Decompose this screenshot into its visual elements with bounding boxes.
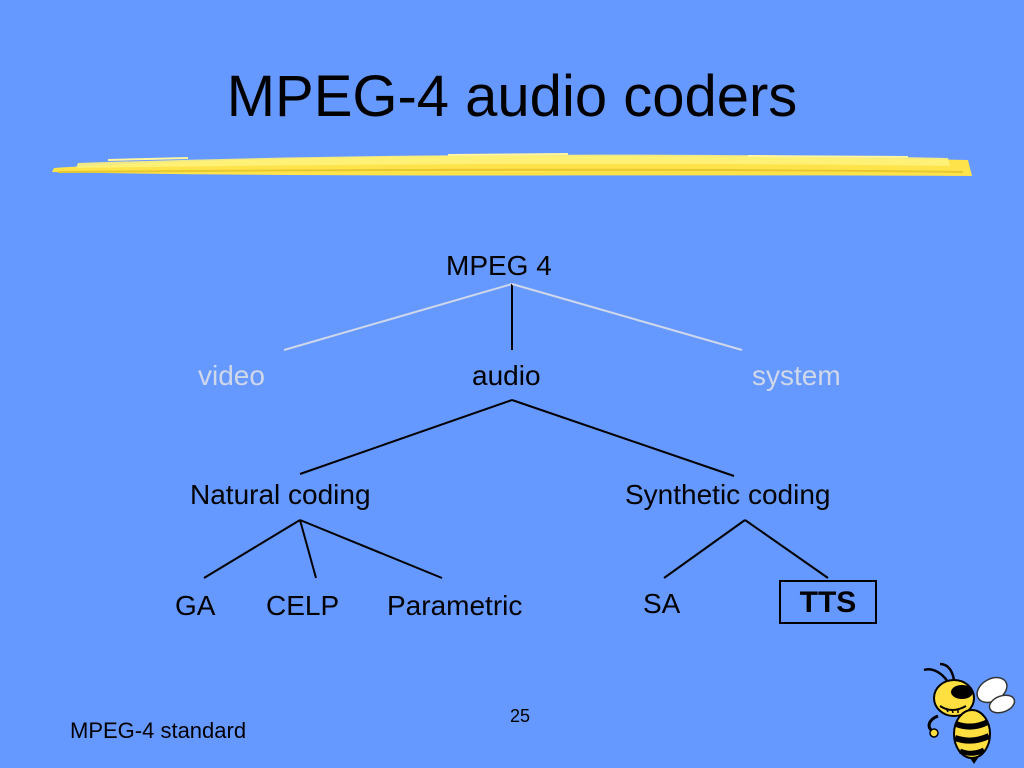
highlighter-stroke-icon	[52, 153, 972, 176]
node-parametric: Parametric	[387, 590, 523, 621]
edge-synthetic-sa	[663, 519, 746, 579]
slide-title: MPEG-4 audio coders	[226, 64, 798, 129]
edge-audio-synthetic	[511, 399, 735, 477]
node-video: video	[198, 360, 265, 391]
node-natural-coding: Natural coding	[190, 479, 371, 510]
edge-audio-natural	[299, 399, 513, 475]
node-synthetic-coding: Synthetic coding	[625, 479, 831, 510]
footer-text: MPEG-4 standard	[70, 718, 247, 743]
edge-natural-celp	[299, 519, 317, 579]
edge-synthetic-tts	[744, 519, 829, 579]
edge-natural-ga	[203, 519, 301, 579]
node-ga: GA	[175, 590, 216, 621]
edge-root-system	[511, 283, 743, 351]
node-sa: SA	[643, 588, 681, 619]
node-system: system	[752, 360, 841, 391]
node-tts: TTS	[779, 580, 877, 624]
node-mpeg4: MPEG 4	[446, 250, 552, 281]
node-audio: audio	[472, 360, 541, 391]
page-number: 25	[509, 706, 531, 726]
edge-natural-parametric	[299, 519, 443, 579]
edge-root-video	[283, 283, 513, 351]
yellow-jacket-bee-icon	[923, 662, 1016, 764]
node-celp: CELP	[266, 590, 340, 621]
